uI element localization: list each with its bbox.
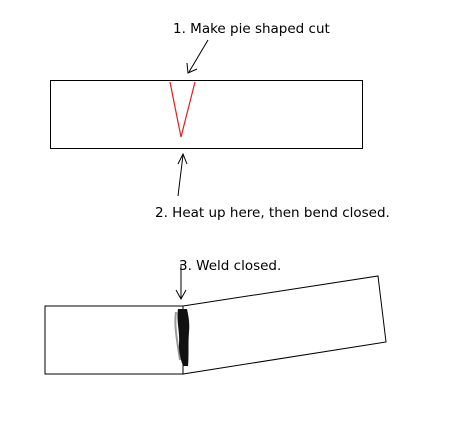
weld-seam-edge bbox=[174, 311, 181, 361]
straight-bar bbox=[50, 80, 363, 149]
step3-label: 3. Weld closed. bbox=[179, 258, 282, 274]
arrow-step2 bbox=[177, 152, 188, 197]
weld-seam bbox=[177, 309, 190, 366]
step2-label: 2. Heat up here, then bend closed. bbox=[155, 205, 390, 221]
pie-cut-mark bbox=[169, 81, 196, 138]
step1-label: 1. Make pie shaped cut bbox=[173, 21, 330, 37]
arrow-step1 bbox=[186, 39, 209, 74]
right-bar-segment bbox=[182, 275, 387, 375]
left-bar-segment bbox=[44, 305, 184, 375]
arrow-step3 bbox=[175, 264, 187, 301]
